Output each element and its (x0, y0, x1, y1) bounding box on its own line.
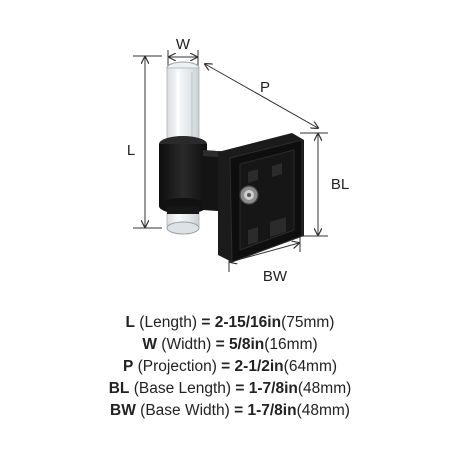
product-dimension-diagram: W P L BL BW (127, 36, 349, 285)
spec-length: L (Length) = 2-15/16in(75mm) (125, 314, 335, 331)
specifications-list: L (Length) = 2-15/16in(75mm) W (Width) =… (0, 312, 460, 422)
base-width-label: BW (263, 268, 288, 285)
spec-projection: P (Projection) = 2-1/2in(64mm) (122, 358, 338, 375)
width-label: W (176, 36, 191, 53)
spec-base-length: BL (Base Length) = 1-7/8in(48mm) (108, 380, 352, 397)
acrylic-post (166, 61, 200, 235)
base-length-label: BL (331, 176, 349, 193)
length-label: L (127, 142, 135, 159)
spec-base-width: BW (Base Width) = 1-7/8in(48mm) (110, 402, 350, 419)
base-length-dimension: BL (300, 132, 349, 237)
projection-label: P (260, 79, 270, 96)
projection-dimension: P (205, 64, 318, 128)
length-dimension: L (127, 55, 162, 229)
base-plate (218, 133, 304, 263)
spec-width: W (Width) = 5/8in(16mm) (142, 336, 318, 353)
